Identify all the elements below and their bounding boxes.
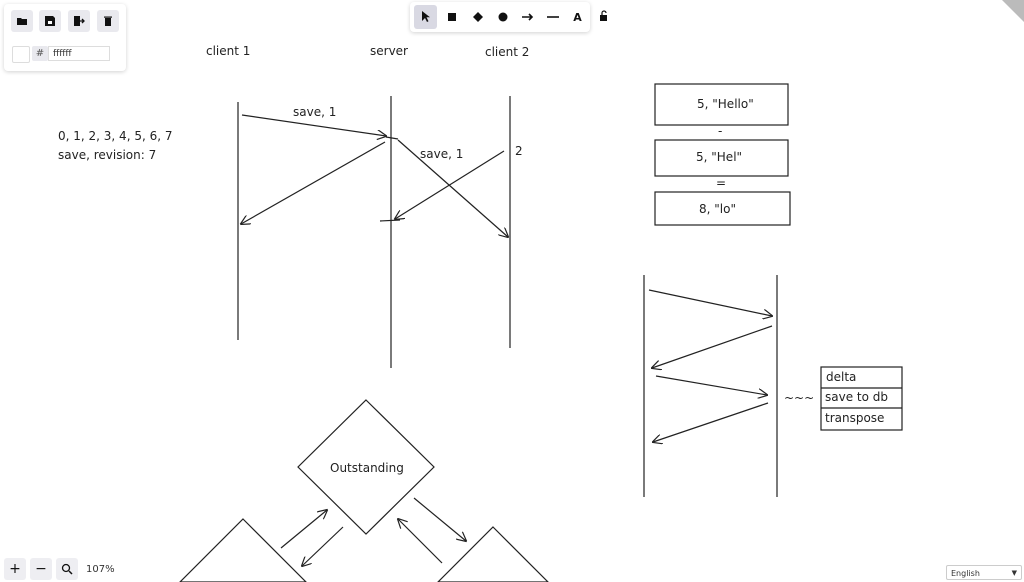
server-top-tick[interactable] <box>385 136 399 140</box>
line-tool-button[interactable] <box>541 5 564 29</box>
label-number-2[interactable]: 2 <box>515 144 523 158</box>
diamond-arrow-2[interactable] <box>302 526 344 566</box>
list-item-save-to-db[interactable]: save to db <box>825 390 888 404</box>
selection-tool-button[interactable] <box>414 5 437 29</box>
right-arrow-1[interactable] <box>648 289 772 316</box>
outstanding-label[interactable]: Outstanding <box>330 461 404 475</box>
clear-button[interactable] <box>97 10 119 32</box>
save-button[interactable] <box>39 10 61 32</box>
diamond-bottom-left[interactable] <box>179 518 307 582</box>
label-server[interactable]: server <box>370 44 408 58</box>
export-button[interactable] <box>68 10 90 32</box>
trash-icon <box>104 16 112 26</box>
diamond-icon <box>472 12 483 22</box>
color-hex-input[interactable]: ffffff <box>48 46 110 61</box>
arrow-server-to-client1[interactable] <box>241 141 386 224</box>
label-save-1-top[interactable]: save, 1 <box>293 105 336 119</box>
list-item-delta[interactable]: delta <box>826 370 856 384</box>
text-icon: A <box>573 10 582 24</box>
zoom-controls: + − 107% <box>4 558 115 580</box>
arrow-client1-to-server[interactable] <box>241 114 386 136</box>
chevron-down-icon: ▼ <box>1011 569 1017 577</box>
diamond-outstanding[interactable] <box>297 399 435 535</box>
right-arrow-2[interactable] <box>652 325 773 368</box>
server-mark[interactable] <box>379 219 401 222</box>
arrow-server-to-client2[interactable] <box>397 139 508 237</box>
text-tool-button[interactable]: A <box>566 5 589 29</box>
arrow-icon <box>521 13 533 21</box>
diamond-arrow-1[interactable] <box>280 510 327 549</box>
diamond-arrow-3[interactable] <box>413 497 466 541</box>
diamond-bottom-right[interactable] <box>437 526 549 582</box>
label-revisions[interactable]: 0, 1, 2, 3, 4, 5, 6, 7 <box>58 129 172 143</box>
plus-icon: + <box>9 561 21 577</box>
right-arrow-4[interactable] <box>653 402 769 442</box>
language-select[interactable]: English ▼ <box>946 565 1022 580</box>
box-hello[interactable] <box>654 83 789 126</box>
unlock-icon[interactable] <box>598 10 610 22</box>
label-save-revision[interactable]: save, revision: 7 <box>58 148 156 162</box>
diamond-tool-button[interactable] <box>466 5 489 29</box>
reset-zoom-button[interactable] <box>56 558 78 580</box>
ellipse-tool-button[interactable] <box>491 5 514 29</box>
color-swatch[interactable] <box>12 46 30 63</box>
zoom-in-button[interactable]: + <box>4 558 26 580</box>
box-lo-text[interactable]: 8, "lo" <box>699 202 736 216</box>
equals-sign[interactable]: = <box>716 176 726 190</box>
diamond-arrow-4[interactable] <box>398 519 443 564</box>
line-icon <box>546 16 559 18</box>
ellipse-icon <box>498 12 507 22</box>
arrow-tool-button[interactable] <box>516 5 539 29</box>
cursor-icon <box>421 11 430 22</box>
reset-zoom-icon <box>61 563 73 575</box>
zoom-out-button[interactable]: − <box>30 558 52 580</box>
list-table[interactable] <box>820 366 903 431</box>
box-hello-text[interactable]: 5, "Hello" <box>697 97 754 111</box>
open-button[interactable] <box>11 10 33 32</box>
file-panel: # ffffff <box>4 4 126 71</box>
folder-open-icon <box>17 18 27 25</box>
minus-icon: − <box>35 561 47 577</box>
label-client2[interactable]: client 2 <box>485 45 529 59</box>
list-item-transpose[interactable]: transpose <box>825 411 884 425</box>
rectangle-tool-button[interactable] <box>440 5 463 29</box>
github-corner-icon[interactable] <box>1002 0 1024 22</box>
label-save-1-mid[interactable]: save, 1 <box>420 147 463 161</box>
export-icon <box>74 16 85 26</box>
box-hel-text[interactable]: 5, "Hel" <box>696 150 742 164</box>
arrow-client2-to-server[interactable] <box>395 150 505 219</box>
save-icon <box>45 16 55 26</box>
label-client1[interactable]: client 1 <box>206 44 250 58</box>
minus-sign[interactable]: - <box>718 124 722 138</box>
shape-toolbar: A <box>410 2 590 32</box>
hash-label: # <box>32 46 48 61</box>
box-hel[interactable] <box>654 139 789 177</box>
tilde-label[interactable]: ~~~ <box>784 391 814 405</box>
zoom-level: 107% <box>86 563 115 575</box>
rectangle-icon <box>447 13 456 21</box>
box-lo[interactable] <box>654 191 791 226</box>
language-select-value: English <box>951 569 980 578</box>
right-arrow-3[interactable] <box>655 375 767 395</box>
